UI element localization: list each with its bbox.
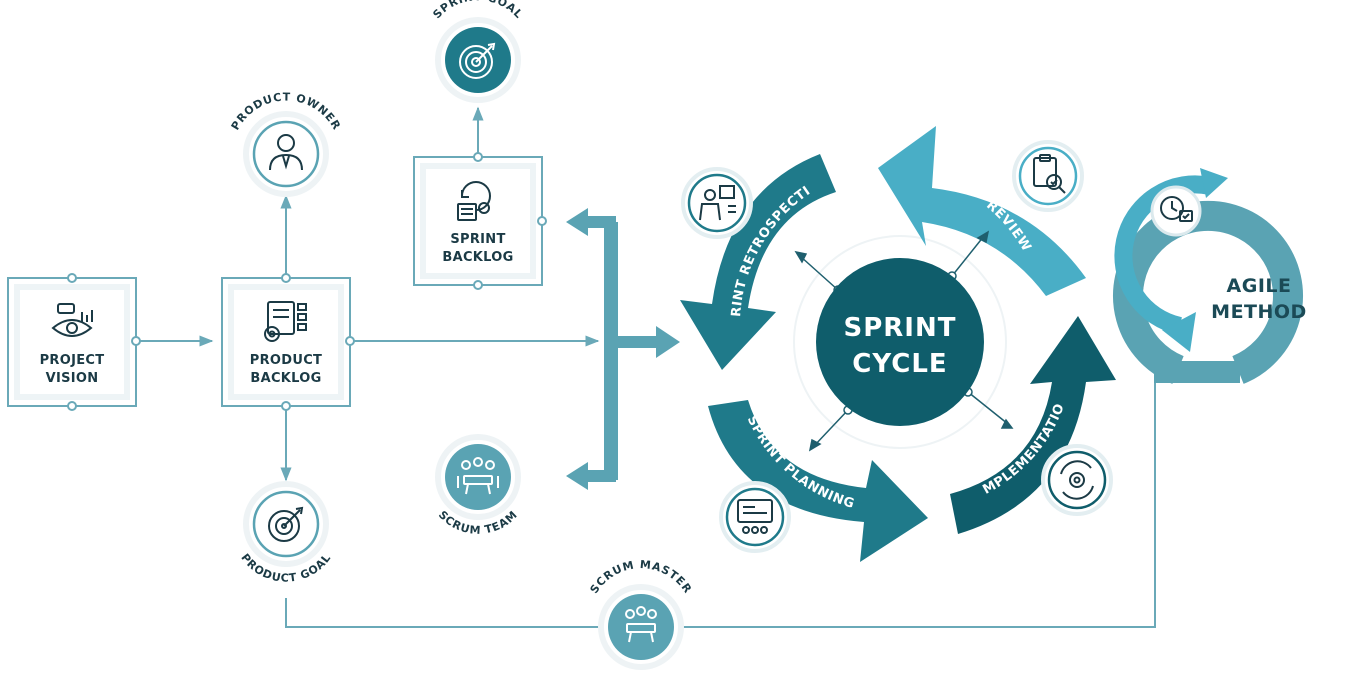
clipboard-check-icon [1033,154,1066,194]
bracket-top-arrowhead [566,208,588,236]
presenter-icon [699,185,736,221]
backlog-gear-icon [264,301,307,342]
bracket-bottom-arm [580,470,616,482]
bracket-middle-arm [616,336,660,348]
bracket-arrows [566,208,680,490]
bracket-top-arm [580,216,616,228]
sprint-backlog-label-1: SPRINT [450,232,505,247]
scrum-master-node: SCRUM MASTER [588,558,694,670]
sprint-backlog-box: SPRINT BACKLOG [413,152,547,290]
retrospective-badge [681,167,753,239]
retrospective-band [680,154,836,370]
agile-method: AGILE METHOD [1113,168,1307,384]
agile-loop-ring [1113,200,1303,384]
sprint-cycle-label-1: SPRINT [844,313,957,343]
sprint-goal-node: SPRINT GOAL [430,0,525,103]
gear-cycle-icon [1060,460,1094,500]
planning-badge [719,481,791,553]
target-arrow-icon [268,506,304,542]
sprint-backlog-label-2: BACKLOG [442,250,513,265]
backlog-cycle-icon [457,181,491,221]
project-vision-label-1: PROJECT [40,353,105,368]
planning-band [708,400,928,562]
review-band [878,126,1086,296]
agile-small-arrowhead [1162,312,1196,352]
project-vision-label-2: VISION [46,371,99,386]
team-meeting-icon [457,457,499,495]
product-backlog-label-1: PRODUCT [250,353,322,368]
planning-board-icon [737,499,773,534]
retrospective-label: SPRINT RETROSPECTIVE [0,0,813,317]
product-backlog-label-2: BACKLOG [250,371,321,386]
project-vision-box: PROJECT VISION [7,273,141,411]
implementation-band [950,316,1116,534]
sprint-cycle-center [816,258,984,426]
clock-check-icon [1160,196,1193,222]
bracket-middle-arrowhead [656,326,680,358]
sprint-cycle-label-2: CYCLE [852,349,947,379]
product-owner-node: PRODUCT OWNER [229,91,343,197]
target-icon [459,42,496,79]
bracket-bar [604,222,618,480]
review-badge [1012,140,1084,212]
person-icon [269,134,303,171]
scrum-team-node: SCRUM TEAM [435,434,521,537]
product-backlog-box: PRODUCT BACKLOG [221,273,355,411]
agile-method-label-2: METHOD [1211,301,1307,323]
implementation-badge [1041,444,1113,516]
meeting-table-icon [625,606,657,643]
sprint-cycle: REVIEW SPRINT RETROSPECTIVE SPRINT PLANN… [0,0,1116,562]
agile-method-label-1: AGILE [1227,275,1292,297]
agile-top-arrowhead [1200,168,1228,198]
product-goal-node: PRODUCT GOAL [238,481,333,585]
bracket-bottom-arrowhead [566,462,588,490]
binoculars-eye-icon [51,303,93,337]
